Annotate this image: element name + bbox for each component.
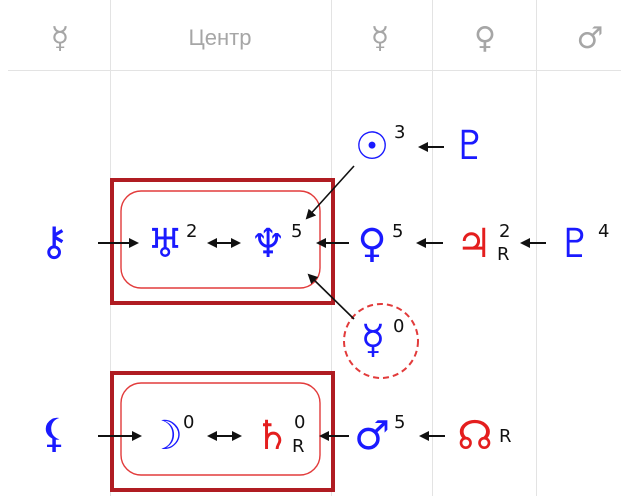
lilith-icon: ⚸ [39,411,69,457]
north-node-icon: ☊ [457,413,493,459]
arrow-sun-to-neptune [305,165,355,220]
sun-degree: 3 [394,122,406,143]
jupiter-degree: 2 [499,221,511,242]
header-mercury-icon: ☿ [370,20,390,56]
jupiter-icon: ♃ [456,221,492,267]
group-box-top-outer [110,178,335,305]
pluto-icon: ♇ [557,221,593,267]
mars-icon: ♂ [354,413,390,459]
mercury-degree: 0 [393,316,405,337]
neptune-degree: 5 [291,221,303,242]
venus-degree: 5 [392,221,404,242]
header-venus-icon: ♀ [474,20,496,56]
pluto-degree: 4 [598,221,610,242]
north-node-retrograde: R [499,426,512,447]
moon-icon: ☽ [147,413,183,459]
mercury-icon: ☿ [360,317,386,363]
uranus-icon: ♅ [147,221,183,267]
mercury-highlight-circle [343,303,419,379]
jupiter-retrograde: R [497,244,510,265]
header-mars-icon: ♂ [576,20,604,56]
neptune-icon: ♆ [250,221,286,267]
column-divider-3 [432,0,433,496]
saturn-icon: ♄ [254,413,290,459]
saturn-retrograde: R [292,436,305,457]
uranus-degree: 2 [186,221,198,242]
arrow-mercury-to-neptune [307,273,355,320]
chiron-icon: ⚷ [39,219,69,265]
column-divider-4 [536,0,537,496]
group-box-bottom-outer [110,371,335,492]
saturn-degree: 0 [294,412,306,433]
header-mercury-left-icon: ☿ [50,20,70,56]
venus-icon: ♀ [357,221,387,267]
header-divider [8,70,621,71]
moon-degree: 0 [183,412,195,433]
pluto-icon-top: ♇ [452,123,488,169]
group-box-bottom-inner [120,382,321,476]
header-center-label: Центр [188,25,252,50]
mars-degree: 5 [394,412,406,433]
sun-icon: ☉ [354,124,390,168]
